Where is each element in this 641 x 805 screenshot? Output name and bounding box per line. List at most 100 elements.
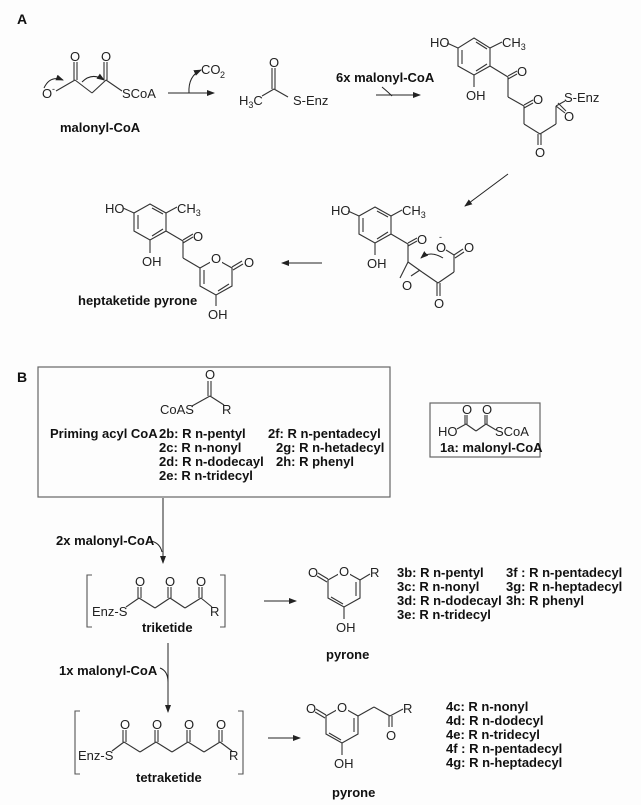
atom-o: O	[165, 574, 175, 589]
pyrone3-entry: 3g: R n-heptadecyl	[506, 579, 622, 594]
pyrone3-entry: 3b: R n-pentyl	[397, 565, 484, 580]
malonyl-coa-label: malonyl-CoA	[60, 120, 141, 135]
priming-entry: 2b: R n-pentyl	[159, 426, 246, 441]
priming-entry: 2c: R n-nonyl	[159, 440, 241, 455]
atom-o-minus: O	[42, 86, 52, 101]
atom-oh: OH	[208, 307, 228, 322]
pyrone4-entry: 4e: R n-tridecyl	[446, 727, 540, 742]
pyrone3-label: pyrone	[326, 647, 369, 662]
cyclization-arrow	[464, 173, 509, 207]
atom-minus-charge: -	[52, 84, 55, 94]
atom-ho: HO	[331, 203, 351, 218]
atom-r: R	[403, 701, 412, 716]
priming-acyl-coa-box	[37, 366, 391, 498]
pyrone3-list-left: 3b: R n-pentyl 3c: R n-nonyl 3d: R n-dod…	[397, 565, 502, 622]
atom-o: O	[564, 109, 574, 124]
heptaketide-pyrone-structure: HO CH3 OH O O O OH heptaketide pyrone	[78, 201, 254, 322]
atom-ch3: CH3	[402, 203, 426, 220]
pyrone3-list-right: 3f : R n-pentadecyl 3g: R n-heptadecyl 3…	[506, 565, 622, 608]
pyrone3-entry: 3e: R n-tridecyl	[397, 607, 491, 622]
panel-a-label: A	[17, 11, 27, 27]
atom-senz: S-Enz	[564, 90, 599, 105]
pyrone3-structure: O O R OH pyrone	[308, 564, 379, 662]
atom-coas: CoAS	[160, 402, 194, 417]
step1-label: 2x malonyl-CoA	[56, 533, 155, 548]
extension-label: 6x malonyl-CoA	[336, 70, 435, 85]
atom-o: O	[216, 717, 226, 732]
heptaketide-enzyme-structure: HO CH3 OH O O O S-Enz O	[430, 35, 599, 160]
pyrone4-list: 4c: R n-nonyl 4d: R n-dodecyl 4e: R n-tr…	[446, 699, 562, 770]
atom-r: R	[370, 565, 379, 580]
atom-o: O	[517, 64, 527, 79]
atom-o: O	[533, 92, 543, 107]
atom-oh: OH	[334, 756, 354, 771]
pyrone3-entry: 3d: R n-dodecayl	[397, 593, 502, 608]
atom-o: O	[386, 728, 396, 743]
atom-oh: OH	[336, 620, 356, 635]
co2-subscript: 2	[220, 70, 225, 80]
step1-arrow: 2x malonyl-CoA	[56, 498, 166, 564]
malonyl-coa-structure: O - O O SCoA malonyl-CoA	[42, 49, 156, 135]
atom-o: O	[306, 701, 316, 716]
atom-o: O	[101, 49, 111, 64]
atom-o: O	[464, 240, 474, 255]
atom-o: O	[337, 700, 347, 715]
atom-oh: OH	[466, 88, 486, 103]
atom-o: O	[70, 49, 80, 64]
acetyl-enzyme-structure: H3C O S-Enz	[239, 55, 328, 110]
atom-ho: HO	[105, 201, 125, 216]
pyrone4-entry: 4c: R n-nonyl	[446, 699, 528, 714]
atom-o: O	[402, 278, 412, 293]
atom-h3c: H3C	[239, 93, 263, 110]
priming-entry: 2f: R n-pentadecyl	[268, 426, 381, 441]
triketide-structure: Enz-S O O O R triketide	[86, 574, 226, 635]
atom-r: R	[222, 402, 231, 417]
atom-o-minus: O	[436, 240, 446, 255]
pyrone3-entry: 3c: R n-nonyl	[397, 579, 479, 594]
step2-label: 1x malonyl-CoA	[59, 663, 158, 678]
atom-o: O	[462, 402, 472, 417]
cyclizing-intermediate-structure: HO CH3 OH O O O O - O	[331, 203, 474, 311]
step2-arrow: 1x malonyl-CoA	[59, 643, 171, 713]
atom-ho: HO	[430, 35, 450, 50]
priming-title: Priming acyl CoA	[50, 426, 158, 441]
atom-o: O	[205, 367, 215, 382]
atom-o: O	[339, 564, 349, 579]
malonyl-coa-box-label: 1a: malonyl-CoA	[440, 440, 543, 455]
atom-r: R	[210, 604, 219, 619]
tetraketide-structure: Enz-S O O O O R tetraketide	[74, 710, 244, 785]
malonyl-coa-box-structure: HO O O SCoA 1a: malonyl-CoA	[438, 402, 543, 455]
atom-o: O	[308, 565, 318, 580]
atom-enzs: Enz-S	[92, 604, 128, 619]
pyrone4-entry: 4g: R n-heptadecyl	[446, 755, 562, 770]
pyrone4-structure: O O O R OH pyrone	[306, 700, 412, 800]
atom-o: O	[482, 402, 492, 417]
pyrone4-entry: 4d: R n-dodecyl	[446, 713, 544, 728]
atom-ho: HO	[438, 424, 458, 439]
tetraketide-label: tetraketide	[136, 770, 202, 785]
priming-entry: 2g: R n-hetadecyl	[276, 440, 384, 455]
heptaketide-pyrone-label: heptaketide pyrone	[78, 293, 197, 308]
atom-oh: OH	[367, 256, 387, 271]
priming-entry: 2d: R n-dodecayl	[159, 454, 264, 469]
atom-oh: OH	[142, 254, 162, 269]
co2-label: CO	[201, 62, 221, 77]
atom-ch3: CH3	[177, 201, 201, 218]
panel-b-label: B	[17, 369, 27, 385]
decarboxylation-arrow: CO 2	[168, 62, 225, 96]
pyrone4-label: pyrone	[332, 785, 375, 800]
atom-ch3: CH3	[502, 35, 526, 52]
atom-o: O	[184, 717, 194, 732]
atom-o: O	[211, 251, 221, 266]
extension-arrow: 6x malonyl-CoA	[336, 70, 435, 98]
atom-o: O	[269, 55, 279, 70]
atom-r: R	[229, 748, 238, 763]
atom-o: O	[152, 717, 162, 732]
priming-list-right: 2f: R n-pentadecyl 2g: R n-hetadecyl 2h:…	[268, 426, 384, 469]
atom-o: O	[417, 232, 427, 247]
atom-minus-charge: -	[439, 232, 442, 242]
priming-entry: 2h: R phenyl	[276, 454, 354, 469]
atom-o: O	[434, 296, 444, 311]
priming-list-left: 2b: R n-pentyl 2c: R n-nonyl 2d: R n-dod…	[159, 426, 264, 483]
